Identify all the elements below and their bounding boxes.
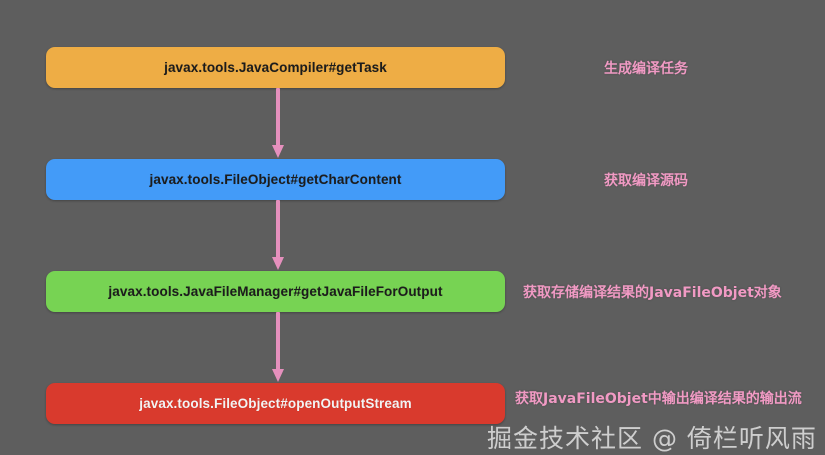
annotation-note-2: 获取编译源码 bbox=[604, 173, 688, 189]
annotation-note-1: 生成编译任务 bbox=[604, 61, 688, 77]
arrow-shaft bbox=[276, 312, 280, 372]
arrow-head-icon bbox=[272, 369, 284, 382]
annotation-note-3: 获取存储编译结果的JavaFileObjet对象 bbox=[523, 285, 782, 301]
flow-step-box-2: javax.tools.FileObject#getCharContent bbox=[46, 159, 505, 200]
annotation-note-4: 获取JavaFileObjet中输出编译结果的输出流 bbox=[515, 391, 802, 407]
flow-arrow-2-to-3 bbox=[272, 200, 284, 271]
arrow-head-icon bbox=[272, 145, 284, 158]
flow-step-label-4: javax.tools.FileObject#openOutputStream bbox=[139, 396, 412, 411]
flow-arrow-3-to-4 bbox=[272, 312, 284, 383]
flow-step-box-1: javax.tools.JavaCompiler#getTask bbox=[46, 47, 505, 88]
arrow-head-icon bbox=[272, 257, 284, 270]
flow-step-label-3: javax.tools.JavaFileManager#getJavaFileF… bbox=[108, 284, 443, 299]
arrow-shaft bbox=[276, 200, 280, 260]
flow-arrow-1-to-2 bbox=[272, 88, 284, 159]
arrow-shaft bbox=[276, 88, 280, 148]
flow-step-label-2: javax.tools.FileObject#getCharContent bbox=[149, 172, 402, 187]
flow-step-box-3: javax.tools.JavaFileManager#getJavaFileF… bbox=[46, 271, 505, 312]
flow-step-label-1: javax.tools.JavaCompiler#getTask bbox=[164, 60, 387, 75]
flow-step-box-4: javax.tools.FileObject#openOutputStream bbox=[46, 383, 505, 424]
watermark-text: 掘金技术社区 @ 倚栏听风雨 bbox=[487, 424, 817, 453]
